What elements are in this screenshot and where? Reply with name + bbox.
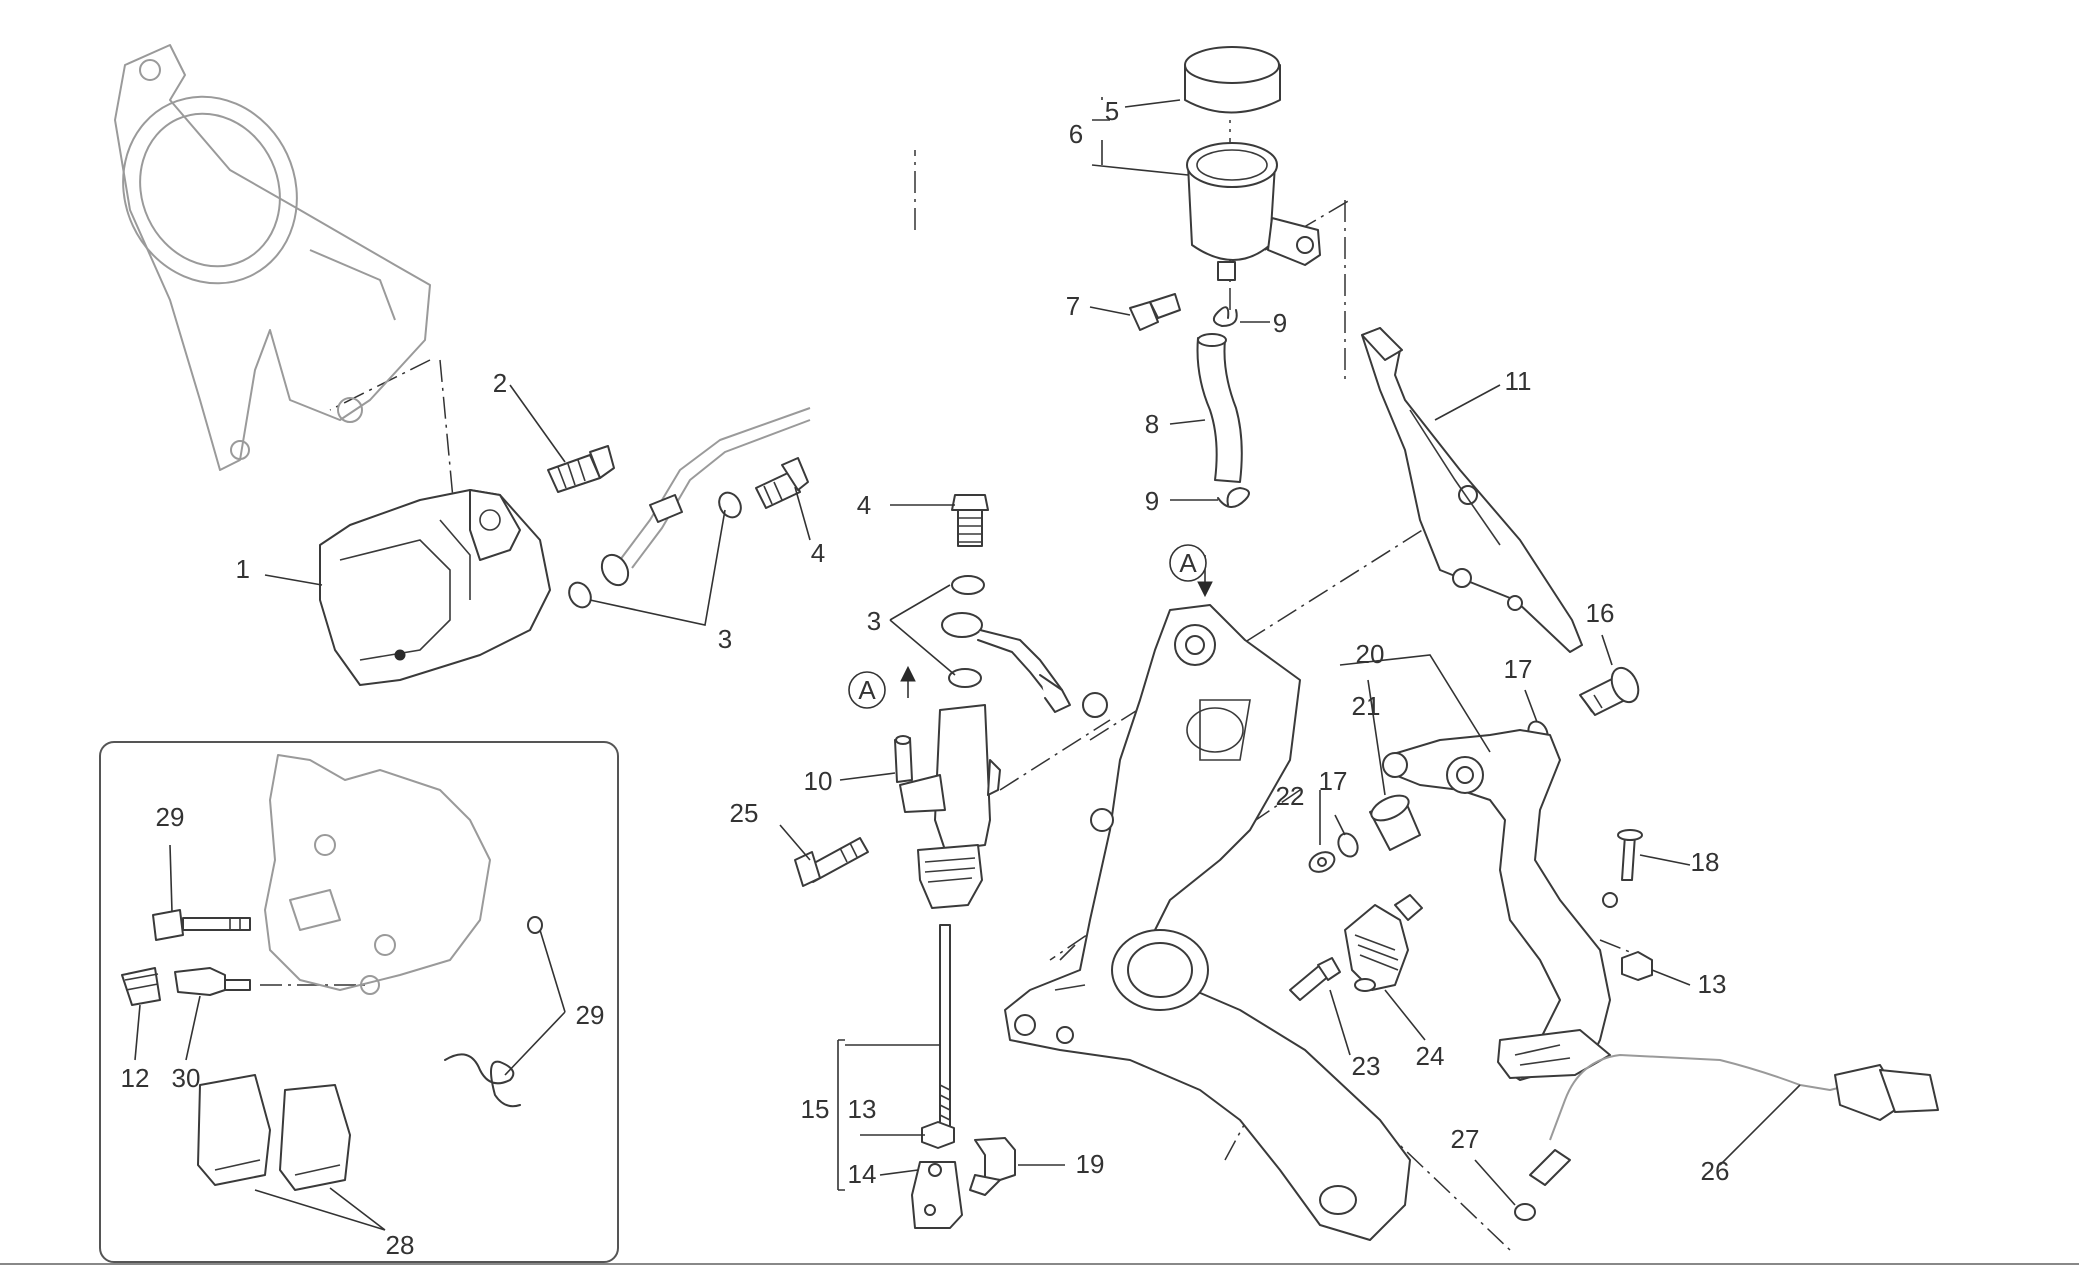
callout-13-pedal: 13 bbox=[1698, 969, 1727, 999]
callout-28: 28 bbox=[386, 1230, 415, 1260]
reference-a-top: A bbox=[1179, 548, 1197, 578]
callout-29-clip: 29 bbox=[576, 1000, 605, 1030]
callout-18: 18 bbox=[1691, 847, 1720, 877]
callout-14: 14 bbox=[848, 1159, 877, 1189]
callout-30: 30 bbox=[172, 1063, 201, 1093]
bleed-screw bbox=[547, 445, 615, 493]
caliper-bracket bbox=[114, 44, 431, 471]
callout-3-master: 3 bbox=[867, 606, 881, 636]
callout-15: 15 bbox=[801, 1094, 830, 1124]
callout-27: 27 bbox=[1451, 1124, 1480, 1154]
master-cylinder-bolt bbox=[794, 837, 869, 887]
callout-8: 8 bbox=[1145, 409, 1159, 439]
callout-19: 19 bbox=[1076, 1149, 1105, 1179]
callout-13-rod: 13 bbox=[848, 1094, 877, 1124]
callout-23: 23 bbox=[1352, 1051, 1381, 1081]
callout-26: 26 bbox=[1701, 1156, 1730, 1186]
caliper-service-inset bbox=[99, 741, 619, 1263]
pedal-stop-bolt bbox=[1617, 829, 1653, 981]
callout-4-caliper: 4 bbox=[811, 538, 825, 568]
callout-20: 20 bbox=[1356, 639, 1385, 669]
callout-labels: 1 2 3 4 5 6 7 9 8 9 11 4 3 10 25 16 17 2… bbox=[121, 96, 1730, 1260]
rider-footrest-bracket bbox=[1004, 604, 1411, 1241]
callout-22: 22 bbox=[1276, 781, 1305, 811]
callout-5: 5 bbox=[1105, 96, 1119, 126]
callout-3-caliper: 3 bbox=[718, 624, 732, 654]
reference-markers: A A bbox=[848, 544, 1207, 709]
callout-17-right: 17 bbox=[1504, 654, 1533, 684]
pivot-hardware bbox=[1308, 666, 1640, 873]
banjo-bolt-caliper bbox=[755, 457, 809, 509]
banjo-bolt-master bbox=[951, 494, 989, 547]
leader-lines bbox=[134, 97, 1801, 1231]
flow-arrows bbox=[900, 581, 1213, 682]
callout-2: 2 bbox=[493, 368, 507, 398]
banjo-fitting bbox=[941, 612, 1071, 713]
callout-11: 11 bbox=[1505, 366, 1532, 396]
reservoir-hose bbox=[1196, 306, 1250, 508]
callout-10: 10 bbox=[804, 766, 833, 796]
rear-brake-hose bbox=[600, 407, 811, 587]
rear-brake-pedal bbox=[1382, 729, 1618, 1081]
callout-24: 24 bbox=[1416, 1041, 1445, 1071]
callout-9-bottom: 9 bbox=[1145, 486, 1159, 516]
rear-master-cylinder bbox=[894, 704, 1001, 909]
brake-light-switch bbox=[1289, 894, 1423, 1001]
callout-6: 6 bbox=[1069, 119, 1083, 149]
brake-fluid-reservoir bbox=[1184, 46, 1321, 281]
callout-16: 16 bbox=[1586, 598, 1615, 628]
sealing-washers-master bbox=[948, 575, 985, 688]
callout-4-master: 4 bbox=[857, 490, 871, 520]
callout-1: 1 bbox=[236, 554, 250, 584]
callout-9-top: 9 bbox=[1273, 308, 1287, 338]
reference-a-master: A bbox=[858, 675, 876, 705]
callout-7: 7 bbox=[1066, 291, 1080, 321]
push-rod-assembly bbox=[911, 924, 1016, 1229]
callout-21: 21 bbox=[1352, 691, 1381, 721]
callout-25: 25 bbox=[730, 798, 759, 828]
heel-guard-bracket bbox=[1361, 327, 1583, 653]
callout-17-left: 17 bbox=[1319, 766, 1348, 796]
callout-29-pin: 29 bbox=[156, 802, 185, 832]
callout-12: 12 bbox=[121, 1063, 150, 1093]
reservoir-screw bbox=[1129, 293, 1181, 331]
brake-caliper bbox=[319, 489, 551, 686]
brake-light-cable bbox=[1514, 1054, 1939, 1221]
